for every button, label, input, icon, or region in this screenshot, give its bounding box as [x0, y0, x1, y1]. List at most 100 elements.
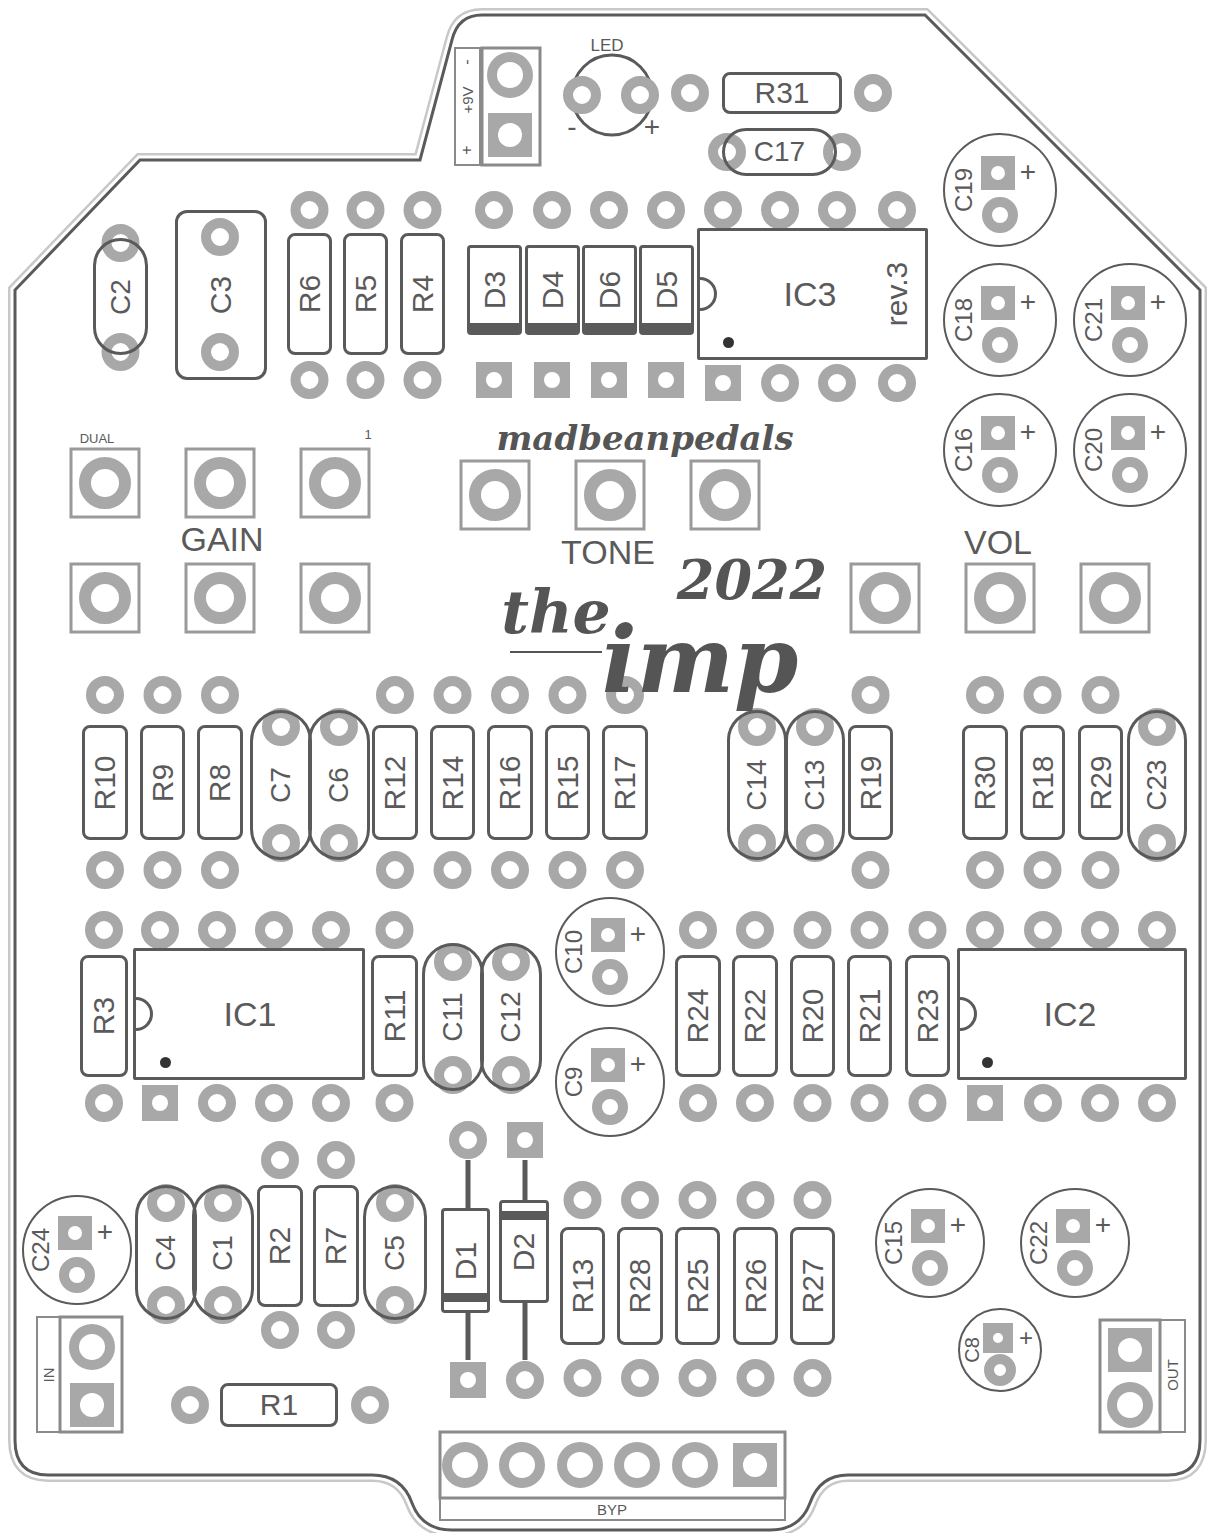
round-pad — [684, 1364, 712, 1392]
round-pad — [317, 916, 345, 944]
connector-strip — [440, 1498, 785, 1520]
round-pad — [454, 1126, 482, 1154]
polarity-mark: - — [567, 113, 576, 141]
round-pad — [856, 1089, 884, 1117]
diode-band — [470, 323, 519, 332]
board-edge-outer — [15, 15, 1200, 1530]
ic-body: IC2 — [957, 948, 1187, 1080]
round-pad — [677, 1447, 713, 1483]
round-pad — [496, 856, 524, 884]
round-pad — [352, 196, 380, 224]
part-designator: R7 — [321, 1227, 351, 1265]
round-pad — [480, 196, 508, 224]
round-pad — [1086, 1089, 1114, 1117]
round-pad — [742, 1364, 770, 1392]
film-capacitor-body: C23 — [1127, 710, 1187, 860]
part-designator: R16 — [495, 755, 525, 810]
round-pad — [206, 338, 234, 366]
round-pad — [595, 196, 623, 224]
round-pad — [1029, 856, 1057, 884]
part-designator: C22 — [1027, 1221, 1051, 1265]
round-pad — [409, 366, 437, 394]
round-pad — [857, 856, 885, 884]
switch-label: 1 — [364, 428, 371, 441]
part-designator: R27 — [798, 1258, 828, 1313]
round-pad — [266, 1146, 294, 1174]
round-pad — [74, 1329, 110, 1365]
part-designator: R19 — [856, 755, 886, 810]
round-pad — [91, 681, 119, 709]
round-pad — [676, 79, 704, 107]
round-pad — [317, 1089, 345, 1117]
pot-pad — [200, 578, 240, 618]
diode-body: D4 — [525, 245, 580, 335]
round-pad — [381, 681, 409, 709]
round-pad — [626, 81, 654, 109]
round-pad — [209, 1291, 237, 1319]
part-designator: R4 — [408, 275, 438, 313]
round-pad — [492, 57, 528, 93]
electrolytic-capacitor-body: C15+ — [875, 1188, 985, 1298]
round-pad — [146, 916, 174, 944]
polarity-mark: + — [1020, 418, 1036, 446]
round-pad — [381, 856, 409, 884]
square-pad — [476, 362, 512, 398]
square-pad — [1111, 286, 1145, 320]
resistor-body: R27 — [790, 1227, 835, 1345]
round-pad — [152, 1291, 180, 1319]
part-designator: R14 — [438, 755, 468, 810]
resistor-body: R3 — [80, 955, 128, 1077]
part-designator: R29 — [1086, 755, 1116, 810]
pot-pad-outline — [461, 461, 529, 529]
square-pad — [1111, 416, 1145, 450]
pin-label: +9V — [460, 86, 475, 113]
electrolytic-capacitor-body: C18+ — [943, 263, 1057, 377]
part-designator: IC2 — [1044, 997, 1097, 1031]
round-pad — [91, 856, 119, 884]
connector-strip — [1160, 1320, 1185, 1432]
round-pad — [828, 138, 856, 166]
round-pad — [766, 369, 794, 397]
polarity-mark: + — [1019, 1326, 1033, 1350]
round-pad — [1029, 681, 1057, 709]
diode-lead — [523, 1160, 528, 1200]
film-capacitor-body: C7 — [250, 710, 312, 860]
round-pad — [741, 916, 769, 944]
round-pad — [511, 1366, 539, 1394]
part-designator: R13 — [568, 1258, 598, 1313]
round-pad — [684, 1089, 712, 1117]
part-designator: D5 — [652, 271, 682, 309]
resistor-body: R4 — [400, 233, 445, 355]
square-pad — [967, 1085, 1003, 1121]
round-pad — [684, 916, 712, 944]
resistor-body: R15 — [545, 725, 590, 840]
part-designator: C12 — [497, 991, 525, 1042]
part-designator: R20 — [798, 988, 828, 1043]
pad-hole — [460, 1372, 476, 1388]
round-pad — [356, 1391, 384, 1419]
round-pad — [971, 681, 999, 709]
round-pad — [989, 1359, 1011, 1381]
part-designator: IC1 — [224, 997, 277, 1031]
square-pad — [70, 1383, 114, 1427]
part-designator: D2 — [509, 1232, 539, 1270]
polarity-mark: + — [630, 1050, 646, 1078]
square-pad — [450, 1362, 486, 1398]
resistor-body: R11 — [371, 955, 418, 1077]
pin-label: OUT — [1165, 1359, 1180, 1391]
brand-logo: madbeanpedals — [496, 421, 793, 455]
round-pad — [1062, 1255, 1088, 1281]
part-designator: R22 — [740, 988, 770, 1043]
ic-body: IC3rev.3 — [697, 228, 928, 360]
part-designator: C18 — [952, 298, 976, 342]
round-pad — [325, 829, 353, 857]
pot-pad-outline — [71, 449, 139, 517]
square-pad — [591, 1048, 625, 1082]
resistor-body: R7 — [313, 1185, 359, 1307]
square-pad — [1108, 1328, 1152, 1372]
part-designator: C24 — [29, 1228, 53, 1272]
square-pad — [591, 362, 627, 398]
square-pad — [911, 1209, 945, 1243]
round-pad — [439, 948, 467, 976]
round-pad — [859, 79, 887, 107]
